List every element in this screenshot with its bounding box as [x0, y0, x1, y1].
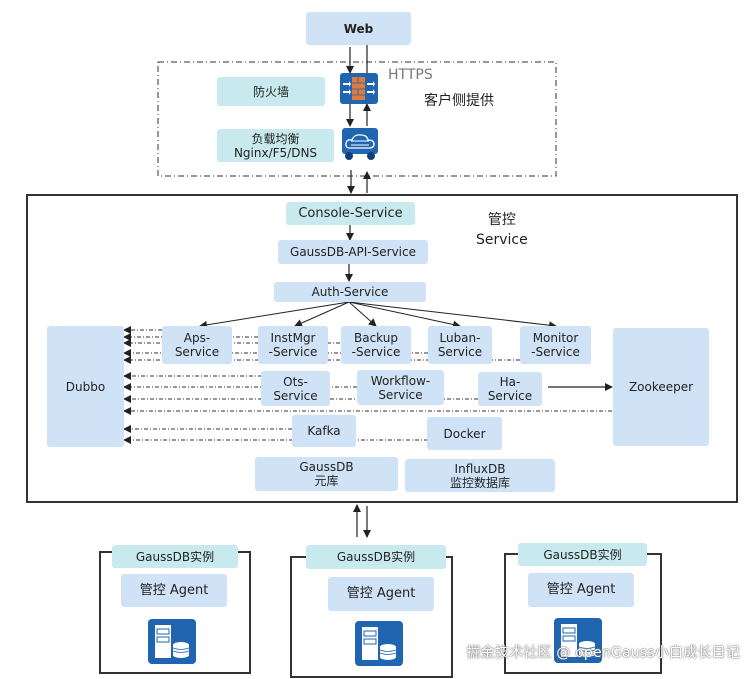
instance-title: GaussDB实例	[306, 545, 446, 569]
ha-service-node: Ha- Service	[478, 372, 542, 406]
instance-title: GaussDB实例	[112, 545, 238, 568]
auth-service-node: Auth-Service	[274, 282, 426, 302]
backup-service-node: Backup -Service	[341, 326, 411, 364]
instmgr-service-node: InstMgr -Service	[258, 326, 328, 364]
aps-service-node: Aps- Service	[162, 326, 232, 364]
zookeeper-node: Zookeeper	[613, 328, 709, 446]
console-service-node: Console-Service	[286, 202, 415, 225]
management-service-frame	[26, 194, 738, 503]
load-balancer-cloud-icon	[342, 128, 378, 160]
workflow-service-node: Workflow- Service	[357, 370, 444, 405]
gaussdb-meta-node: GaussDB 元库	[255, 457, 398, 491]
watermark: 掘金技术社区 @ openGauss小白成长日记	[466, 645, 740, 661]
firewall-node: 防火墙	[217, 77, 325, 106]
database-server-icon	[554, 618, 602, 663]
gaussdb-api-service-node: GaussDB-API-Service	[278, 240, 428, 264]
management-agent-node: 管控 Agent	[121, 574, 227, 607]
management-agent-node: 管控 Agent	[328, 577, 434, 611]
influxdb-node: InfluxDB 监控数据库	[405, 459, 555, 492]
management-title: 管控 Service	[476, 212, 528, 248]
load-balancer-node: 负载均衡 Nginx/F5/DNS	[217, 129, 334, 162]
ots-service-node: Ots- Service	[261, 371, 330, 406]
https-label: HTTPS	[388, 67, 433, 83]
kafka-node: Kafka	[292, 415, 356, 447]
docker-node: Docker	[427, 417, 502, 450]
monitor-service-node: Monitor -Service	[520, 326, 591, 364]
dubbo-node: Dubbo	[47, 326, 124, 447]
luban-service-node: Luban- Service	[428, 326, 492, 364]
web-node: Web	[306, 12, 411, 45]
database-server-icon	[355, 621, 403, 666]
management-agent-node: 管控 Agent	[528, 573, 634, 607]
database-server-icon	[148, 619, 196, 664]
client-provided-label: 客户侧提供	[424, 93, 494, 109]
firewall-icon	[340, 73, 378, 104]
instance-title: GaussDB实例	[518, 543, 647, 566]
